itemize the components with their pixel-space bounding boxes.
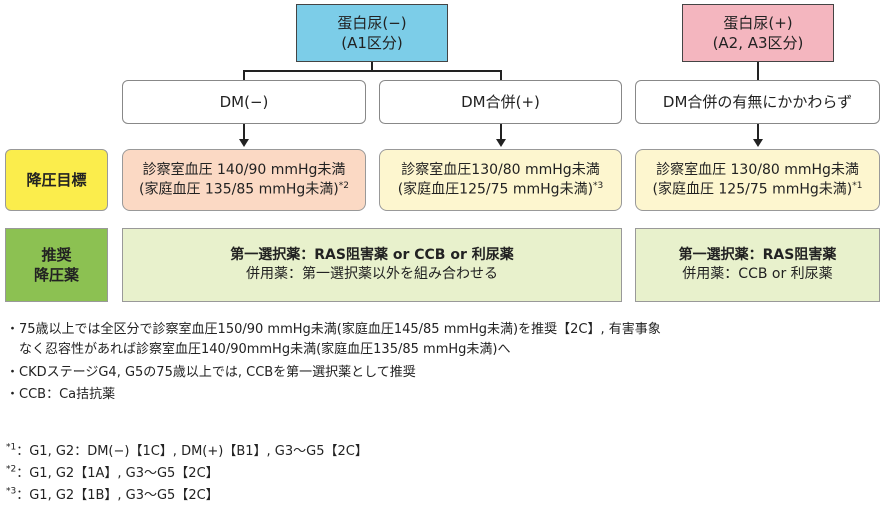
box-line: 蛋白尿(−): [337, 13, 407, 32]
box-label: DM合併(+): [461, 92, 540, 111]
box-line: (A2, A3区分): [712, 34, 804, 52]
connector: [500, 70, 502, 80]
label-text: 推奨: [41, 245, 72, 264]
dm-negative-box: DM(−): [122, 80, 366, 124]
arrow-line: [243, 124, 245, 140]
drug-box-a2a3: 第一選択薬：RAS阻害薬併用薬：CCB or 利尿薬: [635, 228, 880, 302]
target-box-proteinuria-positive: 診察室血圧 130/80 mmHg未満 (家庭血圧 125/75 mmHg未満)…: [635, 149, 880, 211]
dm-any-box: DM合併の有無にかかわらず: [635, 80, 880, 124]
bullet-note: ・75歳以上では全区分で診察室血圧150/90 mmHg未満(家庭血圧145/8…: [6, 322, 661, 337]
footnote: *3：G1, G2【1B】, G3〜G5【2C】: [6, 484, 219, 503]
target-line: (家庭血圧125/75 mmHg未満): [397, 181, 594, 198]
connector: [371, 62, 373, 71]
bullet-note: なく忍容性があれば診察室血圧140/90mmHg未満(家庭血圧135/85 mm…: [6, 342, 511, 357]
footnote-text: ：G1, G2【1A】, G3〜G5【2C】: [16, 466, 219, 481]
footnote: *2：G1, G2【1A】, G3〜G5【2C】: [6, 462, 219, 481]
footnote-mark: *2: [6, 464, 17, 475]
bullet-note: ・CCB：Ca拮抗薬: [6, 387, 116, 402]
box-line: 蛋白尿(+): [723, 13, 793, 32]
arrow-down-icon: [496, 139, 506, 147]
connector: [757, 62, 759, 80]
bullet-note: ・CKDステージG4, G5の75歳以上では, CCBを第一選択薬として推奨: [6, 365, 416, 380]
label-recommended-drugs: 推奨降圧薬: [5, 228, 108, 302]
drug-box-a1: 第一選択薬：RAS阻害薬 or CCB or 利尿薬併用薬：第一選択薬以外を組み…: [122, 228, 622, 302]
target-line: 診察室血圧130/80 mmHg未満: [401, 161, 600, 178]
footnote-text: ：G1, G2【1B】, G3〜G5【2C】: [16, 488, 219, 503]
label-text: 降圧薬: [33, 266, 79, 284]
dm-positive-box: DM合併(+): [379, 80, 622, 124]
arrow-line: [757, 124, 759, 140]
footnote-mark: *3: [6, 486, 17, 497]
target-line: 診察室血圧 140/90 mmHg未満: [142, 161, 346, 178]
connector: [243, 70, 502, 72]
target-box-dm-positive: 診察室血圧130/80 mmHg未満 (家庭血圧125/75 mmHg未満)*3: [379, 149, 622, 211]
footnote-ref: *2: [338, 180, 349, 191]
arrow-down-icon: [239, 139, 249, 147]
footnote-mark: *1: [6, 442, 17, 453]
footnote-ref: *3: [593, 180, 604, 191]
footnote: *1：G1, G2：DM(−)【1C】, DM(+)【B1】, G3〜G5【2C…: [6, 440, 368, 459]
footnote-text: ：G1, G2：DM(−)【1C】, DM(+)【B1】, G3〜G5【2C】: [16, 444, 368, 459]
drug-line: 併用薬：第一選択薬以外を組み合わせる: [246, 266, 498, 282]
target-line: (家庭血圧 125/75 mmHg未満): [652, 181, 853, 198]
box-label: DM合併の有無にかかわらず: [662, 92, 853, 111]
proteinuria-positive-box: 蛋白尿(+) (A2, A3区分): [682, 4, 834, 62]
connector: [243, 70, 245, 80]
drug-line: 第一選択薬：RAS阻害薬: [678, 247, 837, 264]
proteinuria-negative-box: 蛋白尿(−) (A1区分): [296, 4, 448, 62]
box-label: DM(−): [219, 92, 269, 111]
target-line: 診察室血圧 130/80 mmHg未満: [656, 161, 859, 178]
label-text: 降圧目標: [26, 170, 87, 189]
arrow-line: [500, 124, 502, 140]
label-bp-target: 降圧目標: [5, 149, 108, 211]
arrow-down-icon: [753, 139, 763, 147]
footnote-ref: *1: [852, 180, 863, 191]
drug-line: 第一選択薬：RAS阻害薬 or CCB or 利尿薬: [230, 247, 514, 264]
target-line: (家庭血圧 135/85 mmHg未満): [138, 181, 339, 198]
target-box-dm-negative: 診察室血圧 140/90 mmHg未満 (家庭血圧 135/85 mmHg未満)…: [122, 149, 366, 211]
drug-line: 併用薬：CCB or 利尿薬: [682, 266, 833, 282]
box-line: (A1区分): [341, 34, 403, 52]
